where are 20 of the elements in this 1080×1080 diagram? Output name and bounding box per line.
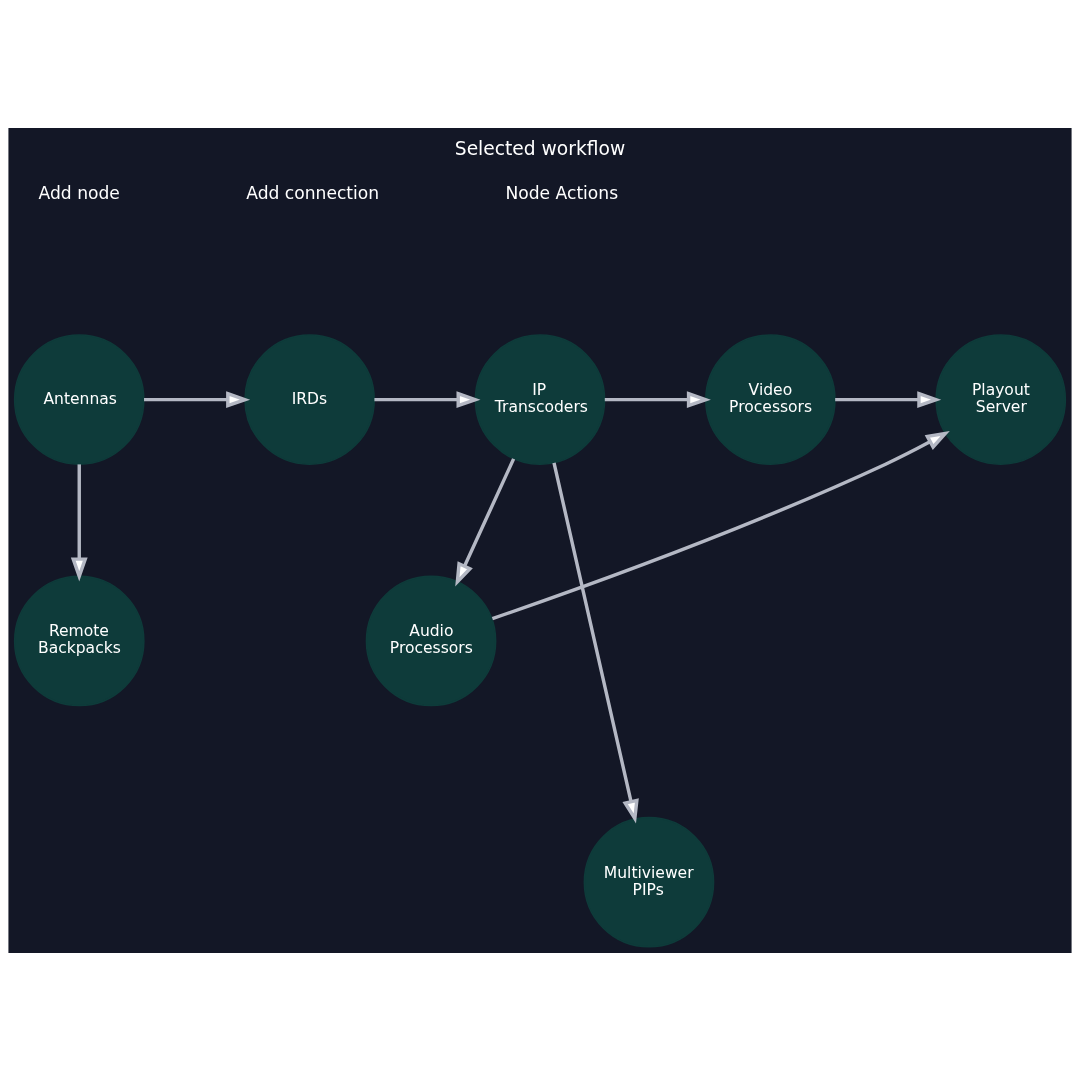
- arrow: [455, 457, 516, 586]
- arrow: [491, 430, 950, 620]
- label: Add node: [38, 182, 120, 203]
- node-circle: Multiviewer PIPs: [583, 816, 715, 948]
- label: Node Actions: [505, 182, 619, 203]
- node-circle: Remote Backpacks: [13, 575, 145, 706]
- arrow: [70, 463, 88, 581]
- node-circle: Audio Processors: [365, 575, 497, 706]
- node-circle: Video Processors: [705, 333, 836, 465]
- diagram-title: Selected workflow: [454, 137, 626, 159]
- arrow: [552, 462, 639, 823]
- arrow: [374, 390, 481, 408]
- node-circle: Playout Server: [935, 333, 1067, 465]
- node-circle: IP Transcoders: [474, 333, 606, 465]
- node-circle: IRDs: [244, 333, 375, 465]
- node-circle: Antennas: [13, 333, 145, 465]
- arrow: [144, 390, 251, 408]
- arrow: [604, 390, 711, 408]
- arrow: [835, 390, 942, 408]
- label: Add connection: [246, 182, 380, 203]
